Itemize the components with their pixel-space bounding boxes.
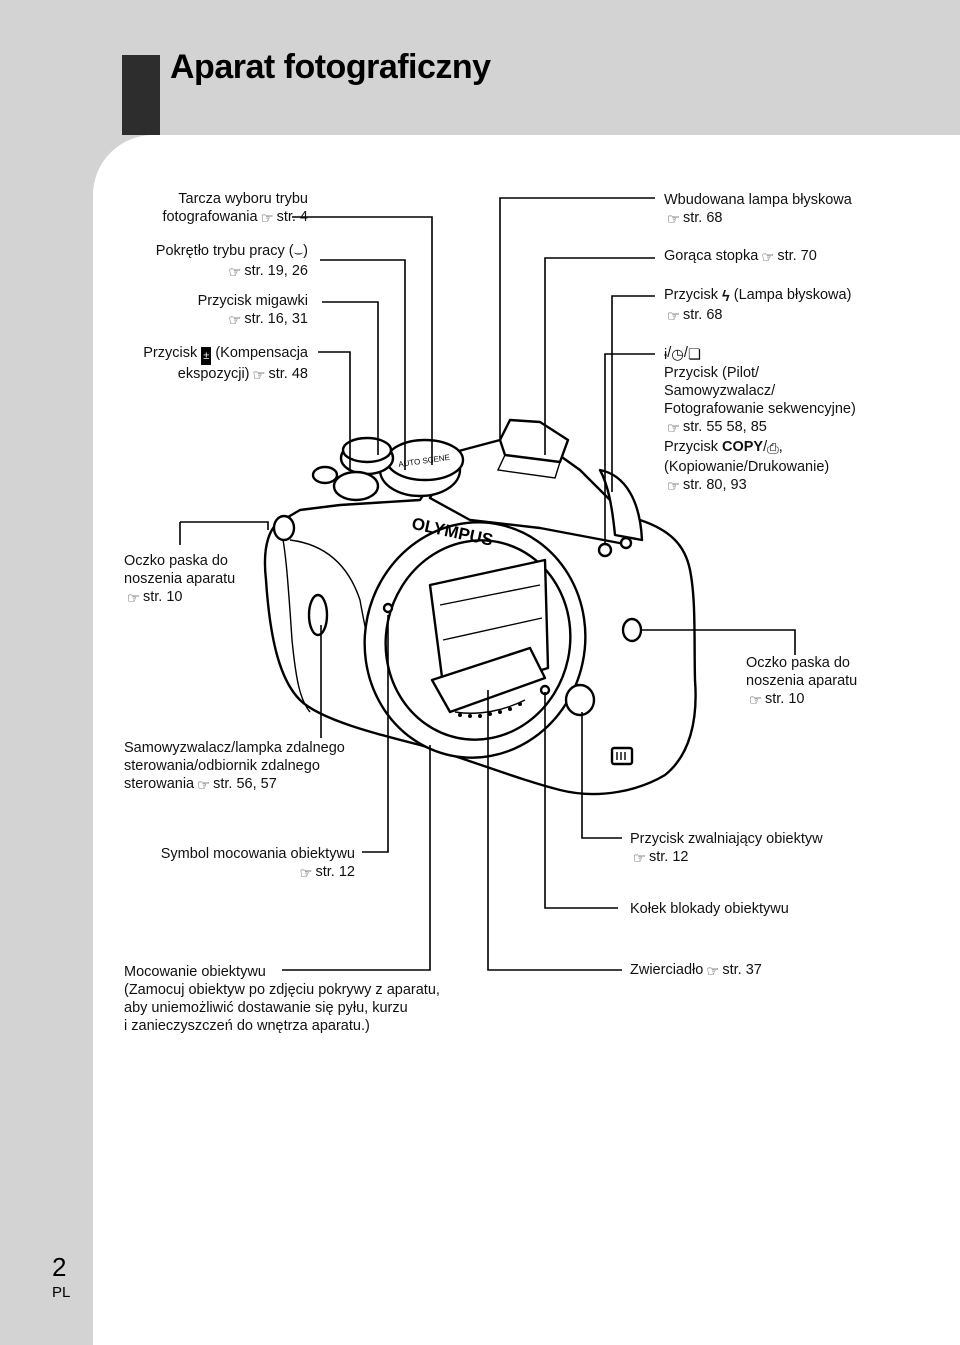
leader-lines bbox=[179, 197, 796, 971]
reference-hand-icon: ☞ bbox=[197, 778, 211, 794]
self-timer-icon: ◷ bbox=[671, 347, 684, 363]
label-mode-dial: Tarcza wyboru trybu fotografowania☞str. … bbox=[162, 191, 308, 227]
reference-hand-icon: ☞ bbox=[667, 309, 680, 325]
reference-hand-icon: ☞ bbox=[706, 964, 720, 980]
label-lock-pin: Kołek blokady obiektywu bbox=[630, 901, 789, 917]
label-strap-right: Oczko paska do noszenia aparatu ☞str. 10 bbox=[746, 655, 858, 709]
reference-hand-icon: ☞ bbox=[667, 421, 680, 437]
reference-hand-icon: ☞ bbox=[761, 250, 775, 266]
reference-hand-icon: ☞ bbox=[127, 591, 140, 607]
reference-hand-icon: ☞ bbox=[299, 866, 313, 882]
label-mount-mark: Symbol mocowania obiektywu ☞str. 12 bbox=[160, 846, 355, 882]
camera-body-drawing: AUTO SCENE bbox=[263, 418, 697, 796]
print-icon: ⎙ bbox=[767, 441, 779, 457]
flash-icon: ϟ bbox=[722, 289, 730, 305]
remote-icon: ɨ bbox=[664, 347, 668, 363]
label-strap-left: Oczko paska do noszenia aparatu ☞str. 10 bbox=[124, 553, 236, 607]
reference-hand-icon: ☞ bbox=[228, 265, 242, 281]
reference-hand-icon: ☞ bbox=[749, 693, 762, 709]
header-band bbox=[0, 0, 960, 135]
label-lens-release: Przycisk zwalniający obiektyw ☞str. 12 bbox=[630, 831, 823, 867]
page-number: 2 bbox=[52, 1252, 67, 1282]
label-control-dial: Pokrętło trybu pracy (⌣) ☞str. 19, 26 bbox=[155, 243, 308, 281]
reference-hand-icon: ☞ bbox=[252, 368, 266, 384]
label-drive: ɨ/◷/❏ Przycisk (Pilot/ Samowyzwalacz/ Fo… bbox=[664, 345, 856, 495]
label-shutter: Przycisk migawki ☞str. 16, 31 bbox=[197, 293, 308, 329]
reference-hand-icon: ☞ bbox=[667, 479, 680, 495]
sequential-icon: ❏ bbox=[687, 347, 701, 363]
label-self-timer: Samowyzwalacz/lampka zdalnego sterowania… bbox=[124, 740, 345, 794]
label-exposure: Przycisk ± (Kompensacja ekspozycji)☞str.… bbox=[143, 345, 308, 384]
reference-hand-icon: ☞ bbox=[260, 211, 274, 227]
page-title: Aparat fotograficzny bbox=[170, 48, 491, 86]
reference-hand-icon: ☞ bbox=[633, 851, 646, 867]
title-tab-marker bbox=[122, 55, 160, 135]
reference-hand-icon: ☞ bbox=[667, 212, 680, 228]
reference-hand-icon: ☞ bbox=[228, 313, 242, 329]
drive-mode-icon: ⌣ bbox=[293, 245, 304, 261]
label-flash: Wbudowana lampa błyskowa ☞str. 68 bbox=[664, 192, 852, 228]
page-language: PL bbox=[52, 1284, 71, 1301]
label-lens-mount: Mocowanie obiektywu (Zamocuj obiektyw po… bbox=[124, 964, 440, 1034]
label-hotshoe: Gorąca stopka☞str. 70 bbox=[664, 248, 817, 266]
label-mirror: Zwierciadło☞str. 37 bbox=[630, 962, 762, 980]
exposure-compensation-icon: ± bbox=[201, 347, 212, 365]
label-flash-button: Przycisk ϟ (Lampa błyskowa) ☞str. 68 bbox=[664, 287, 852, 325]
